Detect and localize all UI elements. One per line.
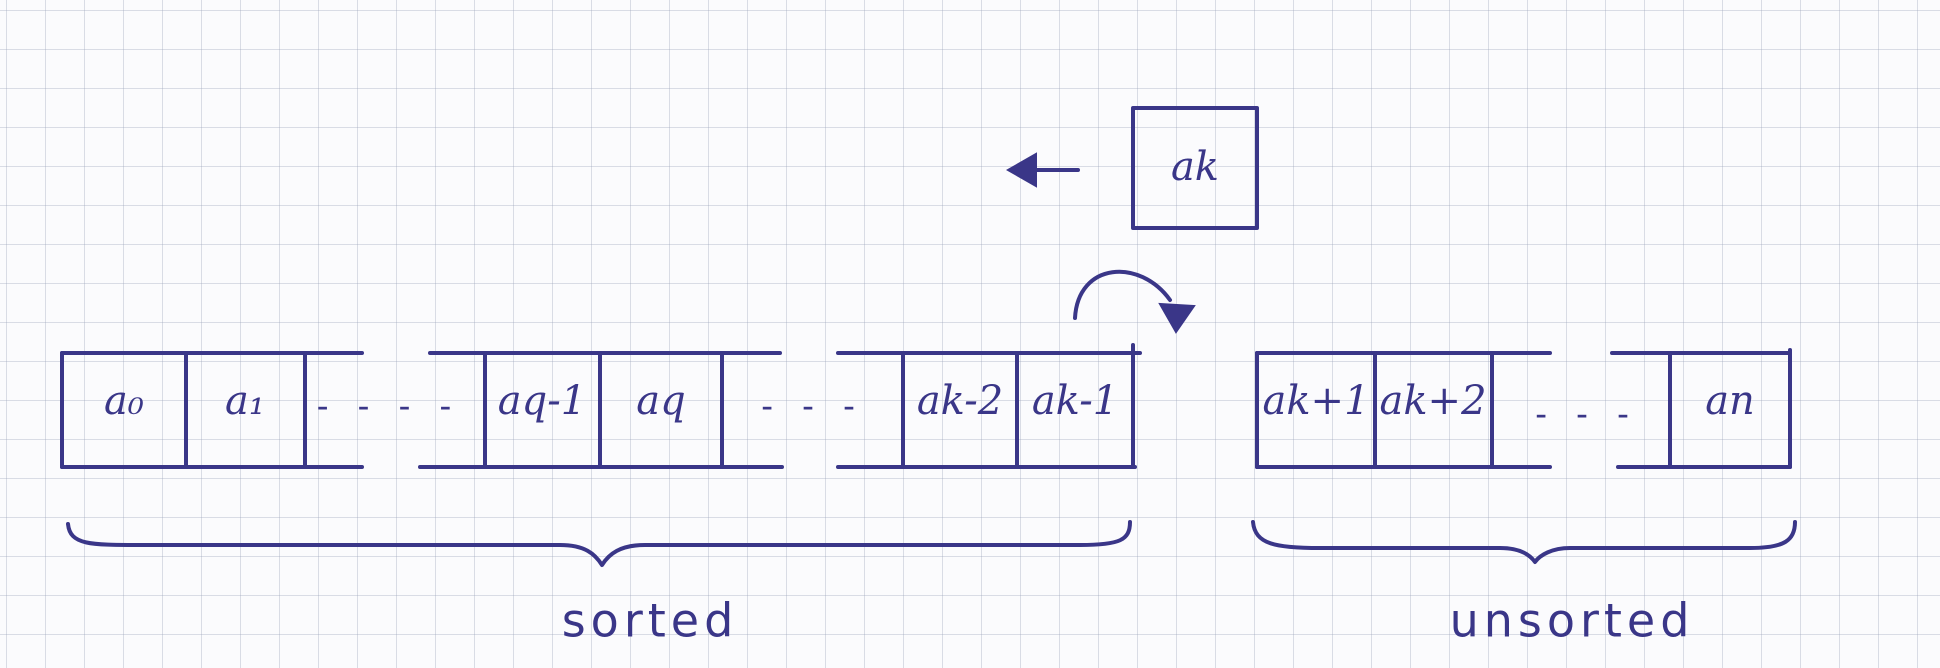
sorted-cell-label: aq-1	[498, 378, 586, 424]
left-arrow-icon	[1005, 152, 1080, 188]
sorted-gap-dots: - - -	[757, 387, 859, 427]
sorted-cell-label: ak-1	[1032, 378, 1118, 424]
sorted-array: a₀ a₁ - - - - aq-1 aq - - - ak-2 ak-1	[60, 343, 1142, 469]
current-element: ak	[1131, 106, 1259, 230]
unsorted-array: ak+1 ak+2 - - - an	[1255, 348, 1792, 469]
current-element-box	[1131, 106, 1259, 230]
sorted-label: sorted	[562, 594, 739, 648]
unsorted-cell-label: an	[1705, 378, 1755, 424]
sorted-cell-label: a₁	[225, 378, 265, 424]
curved-arrow-icon	[1073, 269, 1196, 334]
sorted-cell-label: aq	[636, 378, 685, 424]
sorted-cell-label: ak-2	[917, 378, 1003, 424]
unsorted-cell-label: ak+1	[1262, 378, 1369, 424]
sorted-gap-dots: - - - -	[312, 387, 455, 427]
unsorted-cell-label: ak+2	[1379, 378, 1486, 424]
current-element-label: ak	[1171, 144, 1219, 190]
sorted-cell-label: a₀	[104, 378, 144, 424]
unsorted-brace	[1251, 520, 1797, 564]
unsorted-label: unsorted	[1450, 594, 1695, 648]
unsorted-gap-dots: - - -	[1531, 395, 1633, 435]
sorted-brace	[66, 520, 1132, 567]
